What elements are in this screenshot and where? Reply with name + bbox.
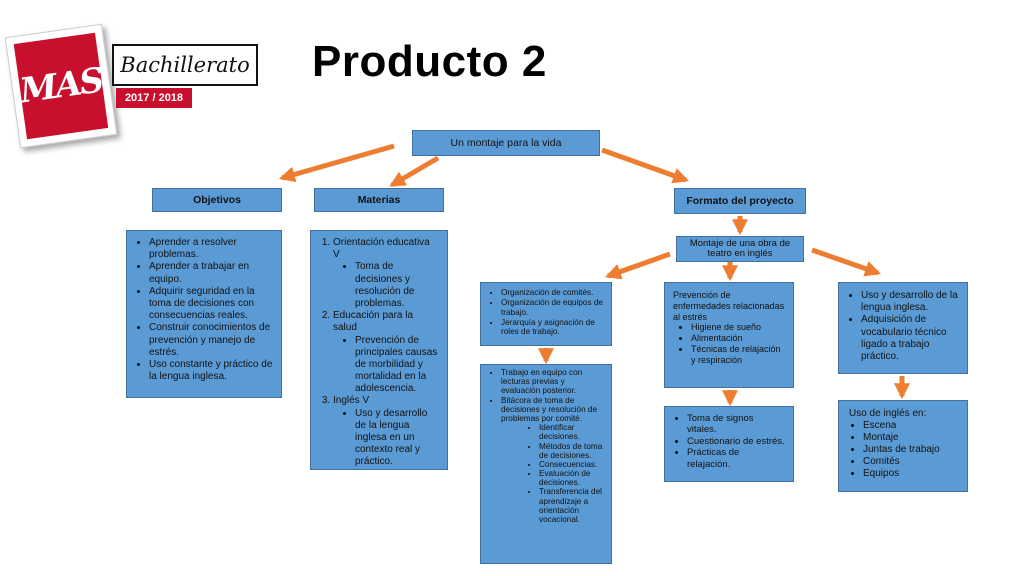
uso-list: Uso de inglés en: Escena Montaje Juntas …: [838, 400, 968, 492]
ingles-item: Uso y desarrollo de la lengua inglesa.: [861, 290, 959, 314]
trabajo-subitem: Consecuencias.: [539, 460, 605, 469]
organizacion-item: Organización de equipos de trabajo.: [501, 298, 605, 318]
trabajo-subitem: Evaluación de decisiones.: [539, 469, 605, 487]
arrow-root-formato: [601, 147, 690, 184]
objetivos-item: Aprender a resolver problemas.: [149, 237, 273, 261]
ingles-list: Uso y desarrollo de la lengua inglesa. A…: [838, 282, 968, 374]
signos-list: Toma de signos vitales. Cuestionario de …: [664, 406, 794, 482]
trabajo-list: Trabajo en equipo con lecturas previas y…: [480, 364, 612, 564]
materias-item-label: Inglés V: [333, 395, 370, 407]
materias-subitem: Uso y desarrollo de la lengua inglesa en…: [355, 408, 439, 469]
uso-item: Escena: [863, 420, 957, 432]
materias-subitem: Toma de decisiones y resolución de probl…: [355, 261, 439, 310]
materias-header: Materias: [314, 188, 444, 212]
prevencion-item: Alimentación: [691, 333, 785, 344]
materias-item: Inglés V Uso y desarrollo de la lengua i…: [333, 395, 439, 468]
materias-subitem: Prevención de principales causas de morb…: [355, 335, 439, 396]
objetivos-item: Construir conocimientos de prevención y …: [149, 322, 273, 359]
organizacion-item: Jerarquía y asignación de roles de traba…: [501, 318, 605, 338]
page-title: Producto 2: [312, 37, 547, 86]
objetivos-header: Objetivos: [152, 188, 282, 212]
montaje-node: Montaje de una obra de teatro en inglés: [676, 236, 804, 262]
organizacion-list: Organización de comités. Organización de…: [480, 282, 612, 346]
materias-item: Educación para la salud Prevención de pr…: [333, 310, 439, 395]
signos-item: Prácticas de relajación.: [687, 447, 785, 470]
arrow-montaje-organizacion: [604, 251, 671, 280]
objetivos-item: Aprender a trabajar en equipo.: [149, 261, 273, 285]
trabajo-item-label: Bitácora de toma de decisiones y resoluc…: [501, 395, 598, 423]
trabajo-item: Bitácora de toma de decisiones y resoluc…: [501, 396, 605, 525]
signos-item: Toma de signos vitales.: [687, 413, 785, 436]
prevencion-intro: Prevención de enfermedades relacionadas …: [673, 290, 785, 322]
uso-item: Equipos: [863, 468, 957, 480]
materias-item-label: Orientación educativa V: [333, 237, 430, 261]
objetivos-item: Uso constante y práctico de la lengua in…: [149, 359, 273, 383]
organizacion-item: Organización de comités.: [501, 288, 605, 298]
logo-years: 2017 / 2018: [116, 88, 192, 108]
trabajo-subitem: Transferencia del aprendizaje a orientac…: [539, 487, 605, 524]
trabajo-subitem: Métodos de toma de decisiones.: [539, 442, 605, 460]
arrow-root-objetivos: [278, 143, 395, 183]
uso-intro: Uso de inglés en:: [849, 408, 927, 419]
arrow-root-materias: [389, 155, 440, 188]
formato-header: Formato del proyecto: [674, 188, 806, 214]
signos-item: Cuestionario de estrés.: [687, 436, 785, 447]
uso-item: Juntas de trabajo: [863, 444, 957, 456]
materias-list: Orientación educativa V Toma de decision…: [310, 230, 448, 470]
uso-item: Comités: [863, 456, 957, 468]
materias-item: Orientación educativa V Toma de decision…: [333, 237, 439, 310]
objetivos-list: Aprender a resolver problemas. Aprender …: [126, 230, 282, 398]
prevencion-item: Higiene de sueño: [691, 322, 785, 333]
prevencion-item: Técnicas de relajación y respiración: [691, 344, 785, 366]
root-node: Un montaje para la vida: [412, 130, 600, 156]
logo-brand: Bachillerato: [112, 44, 258, 86]
objetivos-item: Adquirir seguridad en la toma de decisio…: [149, 286, 273, 323]
ingles-item: Adquisición de vocabulario técnico ligad…: [861, 314, 959, 363]
arrow-montaje-ingles: [811, 247, 882, 277]
prevencion-list: Prevención de enfermedades relacionadas …: [664, 282, 794, 388]
materias-item-label: Educación para la salud: [333, 310, 414, 334]
uso-item: Montaje: [863, 432, 957, 444]
trabajo-subitem: Identificar decisiones.: [539, 423, 605, 441]
trabajo-item: Trabajo en equipo con lecturas previas y…: [501, 368, 605, 396]
